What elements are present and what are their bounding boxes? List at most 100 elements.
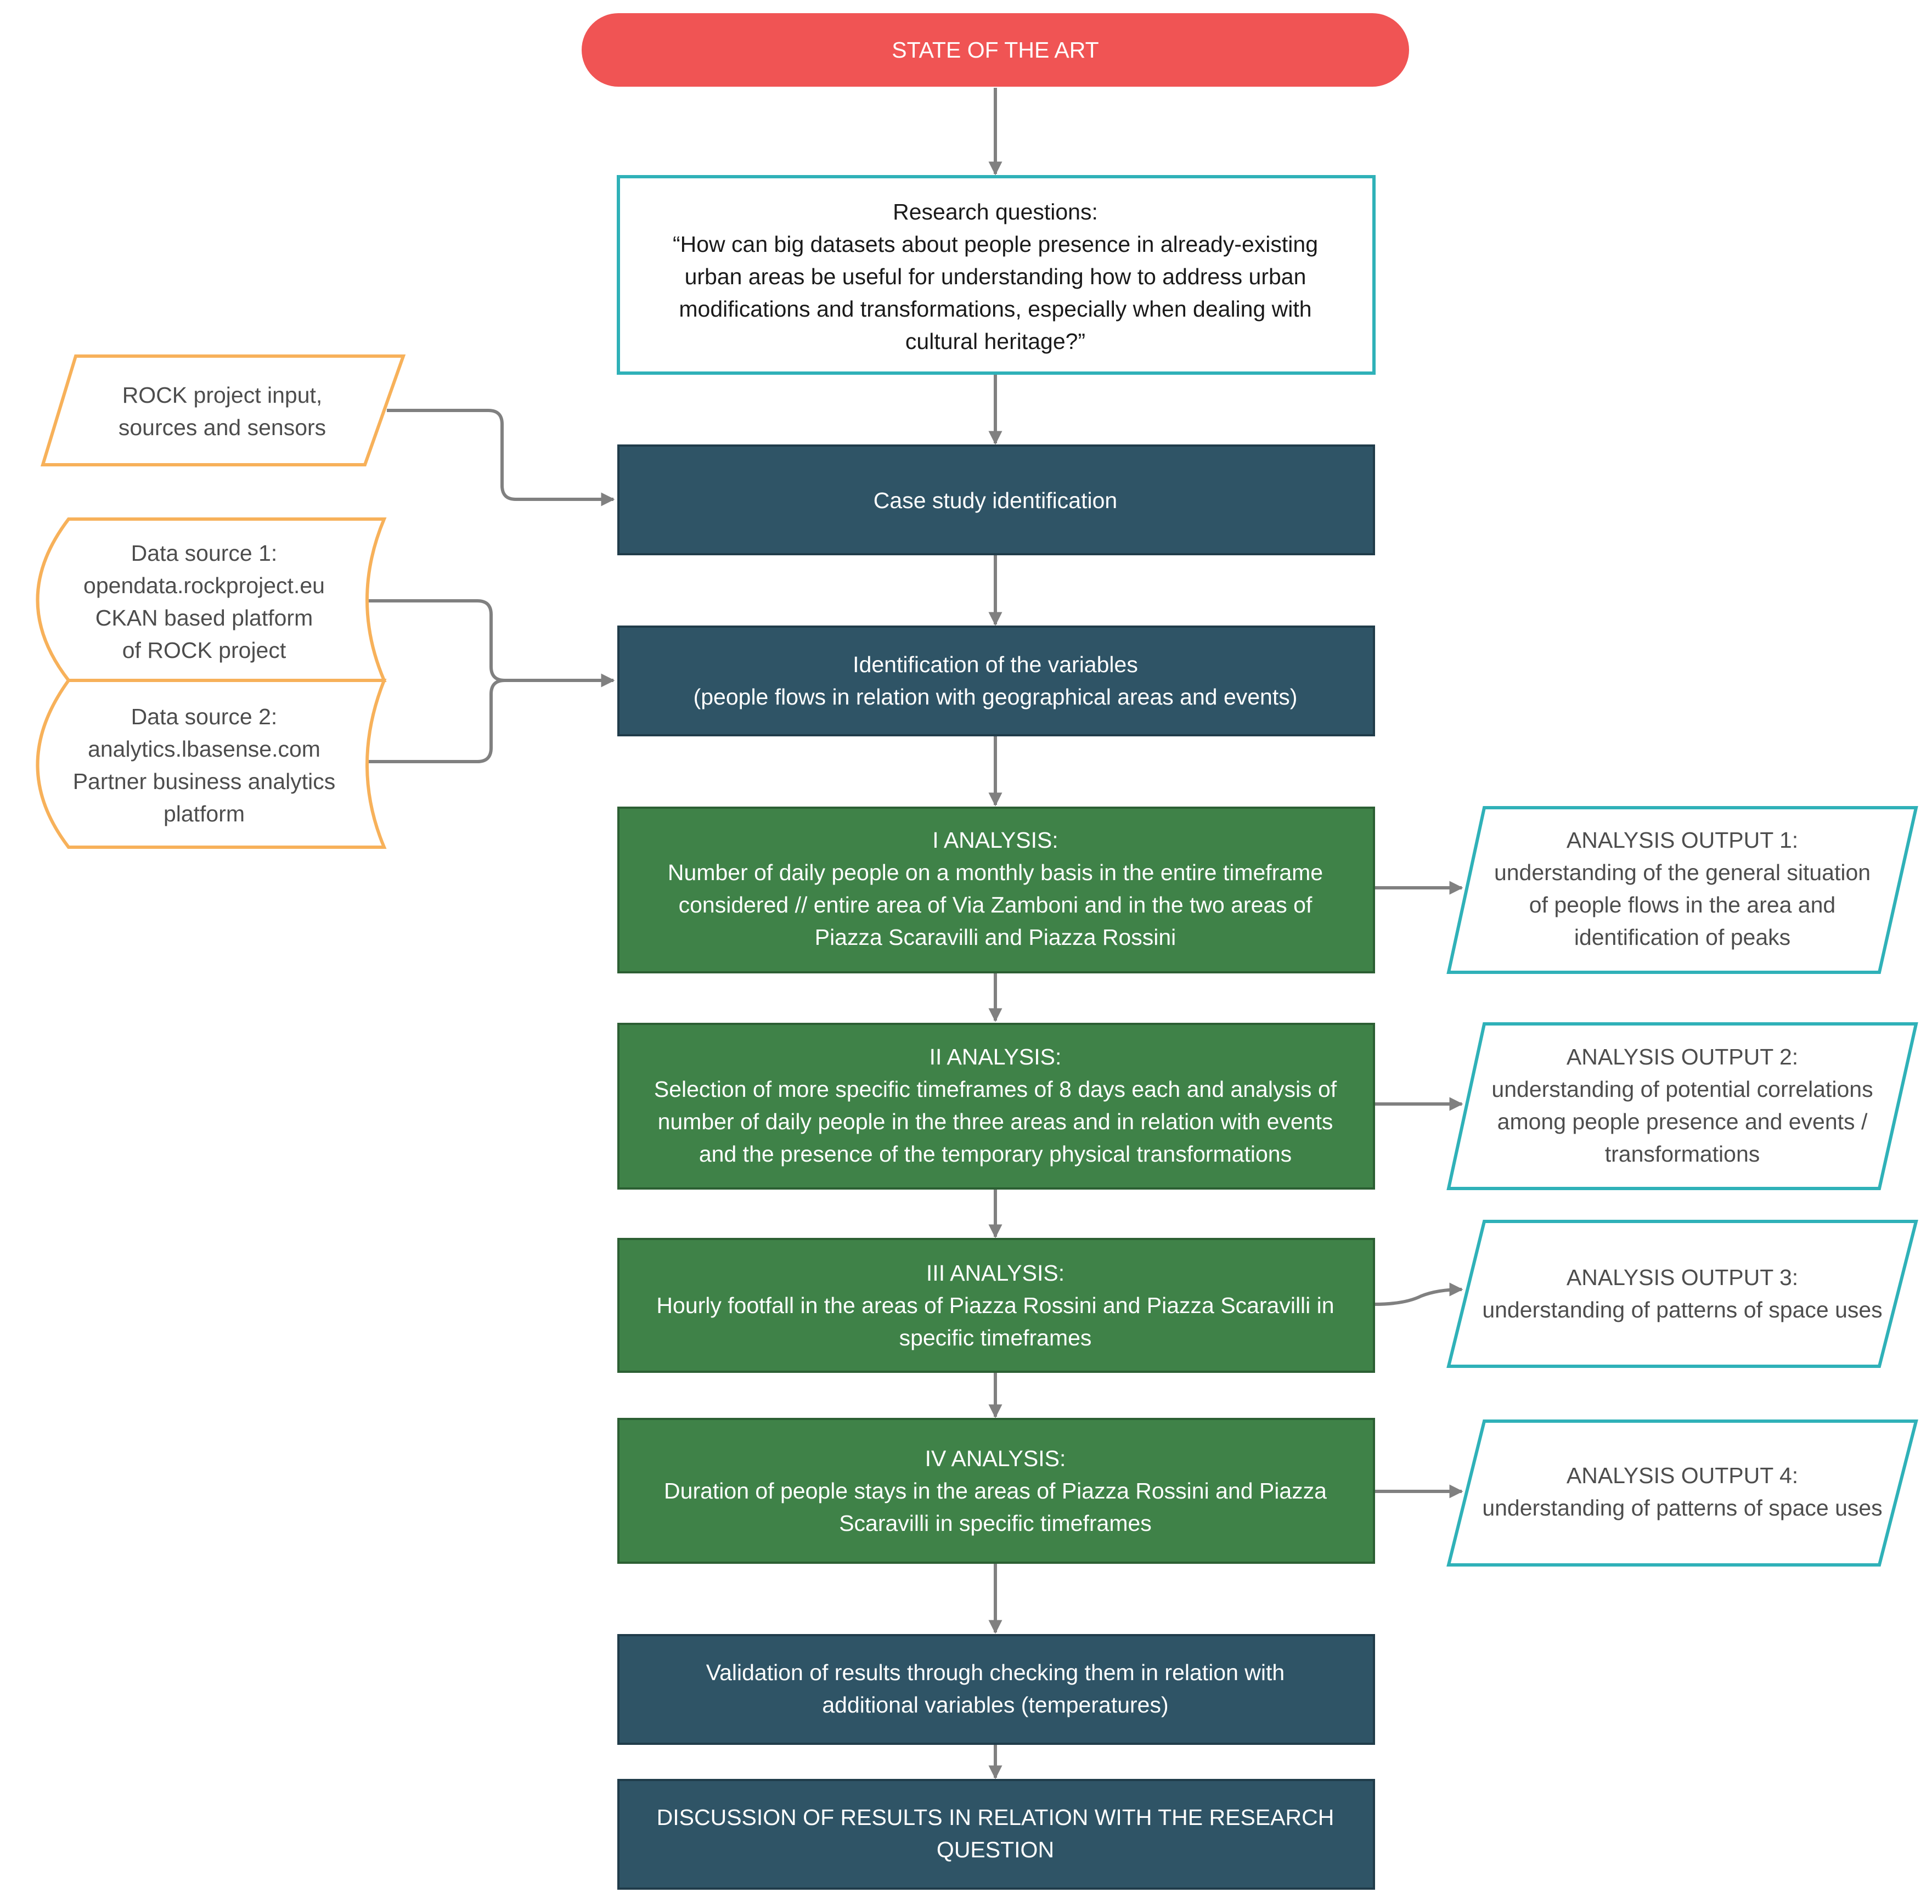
- text-line: Partner business analytics: [73, 769, 336, 794]
- node-analysis-2: II ANALYSIS: Selection of more specific t…: [617, 1023, 1375, 1190]
- state-of-the-art-pill: [582, 13, 1409, 87]
- text-line: additional variables (temperatures): [822, 1692, 1168, 1717]
- case-study-text: Case study identification: [874, 488, 1117, 513]
- text-line: cultural heritage?”: [905, 329, 1085, 354]
- variables-box: [617, 626, 1375, 736]
- node-output-3: ANALYSIS OUTPUT 3: understanding of patte…: [1446, 1220, 1918, 1368]
- text-line: “How can big datasets about people prese…: [673, 232, 1318, 257]
- analysis-1-text: I ANALYSIS: Number of daily people on a m…: [668, 827, 1323, 950]
- node-analysis-1: I ANALYSIS: Number of daily people on a m…: [617, 807, 1375, 973]
- text-line: ANALYSIS OUTPUT 2:: [1567, 1044, 1798, 1069]
- text-line: opendata.rockproject.eu: [83, 573, 325, 598]
- text-line: Selection of more specific timeframes of…: [654, 1077, 1337, 1102]
- analysis-3-text: III ANALYSIS:Hourly footfall in the area…: [656, 1260, 1334, 1350]
- rock-input-text: ROCK project input, sources and sensors: [119, 382, 326, 440]
- text-line: Identification of the variables: [853, 652, 1138, 677]
- node-validation: Validation of results through checking t…: [617, 1634, 1375, 1745]
- text-line: ANALYSIS OUTPUT 1:: [1567, 827, 1798, 853]
- node-discussion: DISCUSSION OF RESULTS IN RELATION WITH T…: [617, 1779, 1375, 1890]
- discussion-text: DISCUSSION OF RESULTS IN RELATION WITH T…: [657, 1805, 1334, 1862]
- output-4-text: ANALYSIS OUTPUT 4: understanding of patte…: [1482, 1463, 1882, 1520]
- text-line: identification of peaks: [1574, 925, 1790, 950]
- arrow-source2-to-variables: [367, 679, 505, 763]
- text-line: Case study identification: [874, 488, 1117, 513]
- analysis-2-text: II ANALYSIS: Selection of more specific t…: [654, 1044, 1337, 1167]
- text-line: of ROCK project: [122, 638, 286, 663]
- text-line: understanding of patterns of space uses: [1482, 1495, 1882, 1520]
- text-line: considered // entire area of Via Zamboni…: [679, 892, 1313, 917]
- text-line: understanding of the general situation: [1494, 860, 1871, 885]
- text-line: Duration of people stays in the areas of…: [664, 1478, 1327, 1503]
- node-rock-input: ROCK project input, sources and sensors: [40, 354, 406, 466]
- text-line: urban areas be useful for understanding …: [685, 264, 1306, 289]
- analysis-1-box: [617, 807, 1375, 973]
- node-research-questions: Research questions: “How can big datasets…: [617, 175, 1376, 375]
- text-line: Data source 2:: [131, 704, 278, 729]
- state-of-the-art-label: STATE OF THE ART: [892, 37, 1099, 63]
- node-case-study: Case study identification: [617, 444, 1375, 555]
- node-variables: Identification of the variables (people f…: [617, 626, 1375, 736]
- output-3-parallelogram: [1446, 1220, 1918, 1368]
- rock-input-parallelogram: [40, 354, 406, 466]
- text-line: IV ANALYSIS:: [925, 1446, 1066, 1471]
- text-line: II ANALYSIS:: [930, 1044, 1062, 1069]
- output-2-text: ANALYSIS OUTPUT 2:understanding of poten…: [1491, 1044, 1873, 1167]
- node-output-2: ANALYSIS OUTPUT 2:understanding of poten…: [1446, 1022, 1918, 1190]
- analysis-4-text: IV ANALYSIS: Duration of people stays in …: [664, 1446, 1327, 1536]
- text-line: Hourly footfall in the areas of Piazza R…: [656, 1293, 1334, 1318]
- text-line: among people presence and events /: [1497, 1109, 1868, 1134]
- text-line: platform: [164, 801, 245, 826]
- text-line: ANALYSIS OUTPUT 4:: [1567, 1463, 1798, 1488]
- arrow-source1-to-variables: [367, 599, 615, 688]
- node-state-of-the-art: STATE OF THE ART: [582, 13, 1409, 87]
- text-line: Scaravilli in specific timeframes: [839, 1511, 1152, 1536]
- analysis-3-box: [617, 1238, 1375, 1373]
- text-line: QUESTION: [937, 1837, 1054, 1862]
- output-3-text: ANALYSIS OUTPUT 3: understanding of patte…: [1482, 1265, 1882, 1322]
- analysis-2-box: [617, 1023, 1375, 1190]
- output-4-parallelogram: [1446, 1419, 1918, 1567]
- connectors: [367, 88, 1463, 1779]
- text-line: I ANALYSIS:: [932, 827, 1058, 853]
- text-line: DISCUSSION OF RESULTS IN RELATION WITH T…: [657, 1805, 1334, 1830]
- text-line: ANALYSIS OUTPUT 3:: [1567, 1265, 1798, 1290]
- text-line: (people flows in relation with geographi…: [694, 684, 1298, 709]
- validation-box: [617, 1634, 1375, 1745]
- research-questions-text: Research questions: “How can big datasets…: [673, 199, 1318, 354]
- arrow-rock-input-to-case-study: [387, 409, 615, 506]
- text-line: analytics.lbasense.com: [88, 736, 320, 762]
- research-questions-box: [617, 175, 1376, 375]
- text-line: transformations: [1605, 1141, 1760, 1167]
- node-output-1: ANALYSIS OUTPUT 1: understanding of the g…: [1446, 806, 1918, 974]
- text-line: Number of daily people on a monthly basi…: [668, 860, 1323, 885]
- text-line: modifications and transformations, espec…: [679, 296, 1311, 322]
- text-line: number of daily people in the three area…: [658, 1109, 1333, 1134]
- text-line: understanding of patterns of space uses: [1482, 1297, 1882, 1322]
- text-line: CKAN based platform: [95, 605, 313, 630]
- case-study-box: [617, 444, 1375, 555]
- analysis-4-box: [617, 1418, 1375, 1564]
- text-line: Validation of results through checking t…: [706, 1660, 1285, 1685]
- arrow-analysis3-to-output3: [1373, 1282, 1463, 1306]
- text-line: sources and sensors: [119, 415, 326, 440]
- validation-text: Validation of results through checking t…: [706, 1660, 1285, 1717]
- data-source-2-shape: [36, 679, 387, 849]
- discussion-box: [617, 1779, 1375, 1890]
- output-1-parallelogram: [1446, 806, 1918, 974]
- node-analysis-3: III ANALYSIS:Hourly footfall in the area…: [617, 1238, 1375, 1373]
- text-line: ROCK project input,: [122, 382, 323, 408]
- text-line: and the presence of the temporary physic…: [699, 1141, 1292, 1167]
- node-output-4: ANALYSIS OUTPUT 4: understanding of patte…: [1446, 1419, 1918, 1567]
- output-1-text: ANALYSIS OUTPUT 1: understanding of the g…: [1494, 827, 1871, 950]
- text-line: specific timeframes: [899, 1325, 1092, 1350]
- variables-text: Identification of the variables (people f…: [694, 652, 1298, 709]
- node-analysis-4: IV ANALYSIS: Duration of people stays in …: [617, 1418, 1375, 1564]
- text-line: Piazza Scaravilli and Piazza Rossini: [815, 925, 1176, 950]
- text-line: Research questions:: [893, 199, 1098, 224]
